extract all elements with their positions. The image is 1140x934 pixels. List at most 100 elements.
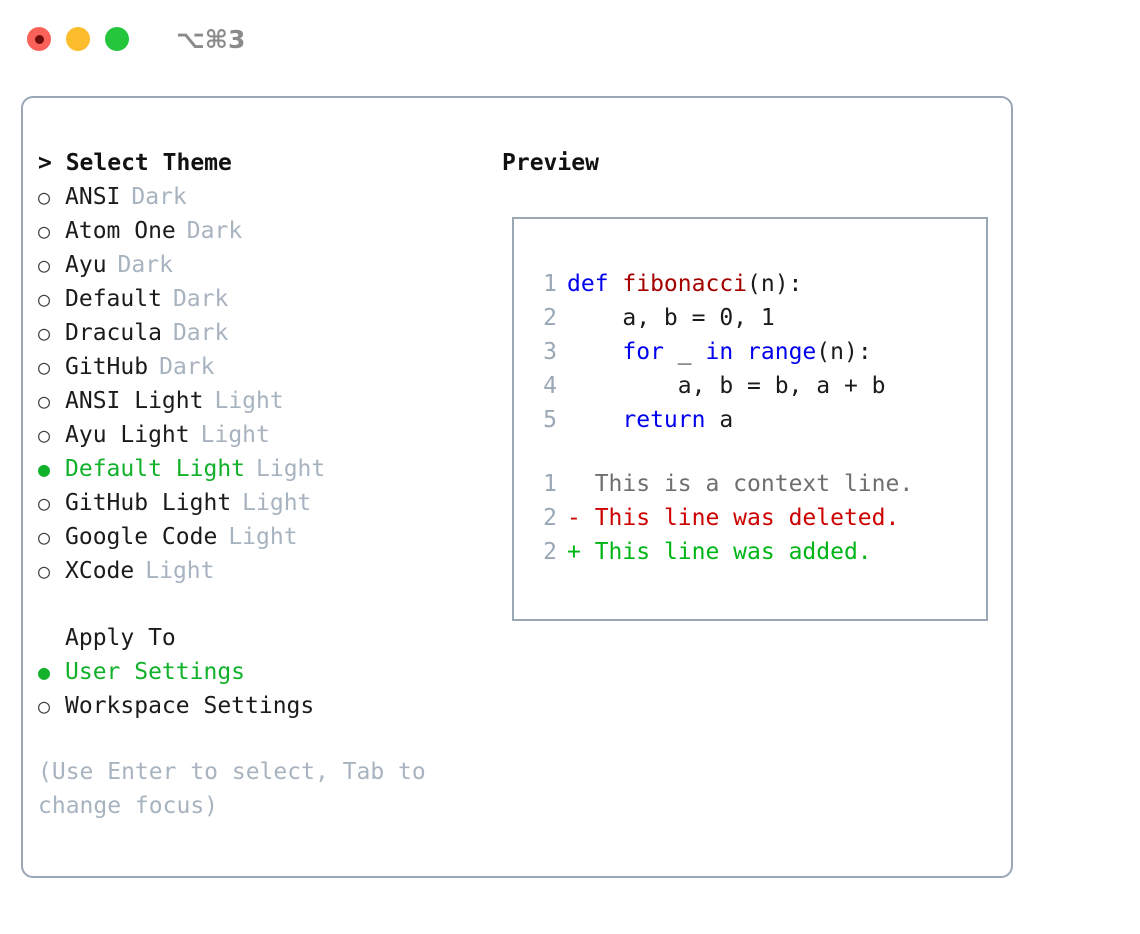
preview-title: Preview bbox=[502, 150, 599, 176]
theme-option-google-code[interactable]: ○ Google Code Light bbox=[38, 520, 488, 554]
theme-option-tag: Light bbox=[256, 456, 326, 482]
keyboard-hint: (Use Enter to select, Tab to change focu… bbox=[38, 759, 440, 819]
theme-option-tag: Light bbox=[145, 558, 215, 584]
diff-marker: - bbox=[567, 505, 581, 531]
theme-option-label: Google Code bbox=[65, 524, 218, 550]
code-token-kw: range bbox=[747, 339, 817, 365]
line-number: 1 bbox=[543, 471, 557, 497]
diff-line: 1 This is a context line. bbox=[526, 467, 978, 501]
radio-unselected-icon: ○ bbox=[38, 287, 51, 311]
code-token-plain: a, b = b, a + b bbox=[567, 373, 886, 399]
diff-line: 2+ This line was added. bbox=[526, 535, 978, 569]
radio-unselected-icon: ○ bbox=[38, 253, 51, 277]
apply-to-heading: Apply To bbox=[65, 625, 176, 651]
radio-unselected-icon: ○ bbox=[38, 423, 51, 447]
select-theme-heading: > Select Theme bbox=[38, 150, 232, 176]
code-token-kw: for bbox=[622, 339, 664, 365]
diff-marker bbox=[567, 467, 581, 501]
minimize-button[interactable] bbox=[66, 27, 90, 51]
theme-option-tag: Dark bbox=[172, 286, 229, 312]
code-token-plain: a bbox=[705, 407, 734, 433]
radio-unselected-icon: ○ bbox=[38, 694, 51, 718]
theme-option-ayu[interactable]: ○ Ayu Dark bbox=[38, 248, 488, 282]
theme-option-label: XCode bbox=[65, 558, 135, 584]
code-line-text: for _ in range(n): bbox=[567, 335, 872, 369]
apply-to-list: ● User Settings ○ Workspace Settings bbox=[38, 655, 488, 723]
code-token-plain: a, b = 0, 1 bbox=[567, 305, 775, 331]
line-number: 2 bbox=[543, 539, 557, 565]
diff-marker: + bbox=[567, 539, 581, 565]
apply-to-option-label: User Settings bbox=[65, 659, 246, 685]
line-number: 2 bbox=[543, 505, 557, 531]
radio-selected-icon: ● bbox=[38, 660, 51, 684]
theme-option-tag: Dark bbox=[159, 354, 215, 380]
theme-option-default-light[interactable]: ● Default Light Light bbox=[38, 452, 488, 486]
theme-option-xcode[interactable]: ○ XCode Light bbox=[38, 554, 488, 588]
code-diff-separator bbox=[526, 437, 978, 467]
theme-option-tag: Light bbox=[214, 388, 284, 414]
radio-selected-icon: ● bbox=[38, 457, 51, 481]
window-controls bbox=[27, 27, 129, 51]
theme-option-label: Atom One bbox=[65, 218, 176, 244]
apply-to-option-label: Workspace Settings bbox=[65, 693, 315, 719]
theme-option-label: Default Light bbox=[65, 456, 246, 482]
radio-unselected-icon: ○ bbox=[38, 355, 51, 379]
radio-unselected-icon: ○ bbox=[38, 185, 51, 209]
code-token-kw: in bbox=[705, 339, 734, 365]
zoom-button[interactable] bbox=[105, 27, 129, 51]
radio-unselected-icon: ○ bbox=[38, 321, 51, 345]
theme-option-ansi-light[interactable]: ○ ANSI Light Light bbox=[38, 384, 488, 418]
apply-to-option-workspace-settings[interactable]: ○ Workspace Settings bbox=[38, 689, 488, 723]
theme-option-tag: Dark bbox=[117, 252, 173, 278]
title-bar: ⌥⌘3 bbox=[0, 0, 1140, 78]
theme-option-label: Ayu Light bbox=[65, 422, 190, 448]
line-number: 2 bbox=[543, 305, 557, 331]
code-line: 3 for _ in range(n): bbox=[526, 335, 978, 369]
diff-line-text: This line was deleted. bbox=[580, 505, 900, 531]
code-line-text: a, b = b, a + b bbox=[567, 369, 886, 403]
radio-unselected-icon: ○ bbox=[38, 389, 51, 413]
theme-option-tag: Light bbox=[242, 490, 312, 516]
code-token-plain bbox=[567, 407, 622, 433]
code-line: 4 a, b = b, a + b bbox=[526, 369, 978, 403]
code-line: 5 return a bbox=[526, 403, 978, 437]
theme-option-tag: Light bbox=[228, 524, 298, 550]
keyboard-shortcut-label: ⌥⌘3 bbox=[176, 24, 246, 54]
line-number: 5 bbox=[543, 407, 557, 433]
code-token-pun: (n): bbox=[816, 339, 872, 365]
theme-option-label: Ayu bbox=[65, 252, 107, 278]
diff-line-text: This is a context line. bbox=[580, 471, 914, 497]
apply-to-option-user-settings[interactable]: ● User Settings bbox=[38, 655, 488, 689]
radio-unselected-icon: ○ bbox=[38, 219, 51, 243]
theme-option-label: ANSI Light bbox=[65, 388, 204, 414]
theme-option-default[interactable]: ○ Default Dark bbox=[38, 282, 488, 316]
apply-to-group: Apply To ● User Settings ○ Workspace Settin… bbox=[38, 621, 488, 723]
code-token-pun: (n): bbox=[747, 271, 803, 297]
radio-unselected-icon: ○ bbox=[38, 525, 51, 549]
close-button[interactable] bbox=[27, 27, 51, 51]
line-number: 4 bbox=[543, 373, 557, 399]
line-number: 3 bbox=[543, 339, 557, 365]
theme-option-label: Dracula bbox=[65, 320, 162, 346]
diff-line: 2- This line was deleted. bbox=[526, 501, 978, 535]
theme-option-label: ANSI bbox=[65, 184, 121, 210]
code-token-plain bbox=[567, 339, 622, 365]
theme-option-label: Default bbox=[65, 286, 162, 312]
code-token-kw: def bbox=[567, 271, 623, 297]
code-token-fn: fibonacci bbox=[622, 271, 748, 297]
radio-unselected-icon: ○ bbox=[38, 559, 51, 583]
